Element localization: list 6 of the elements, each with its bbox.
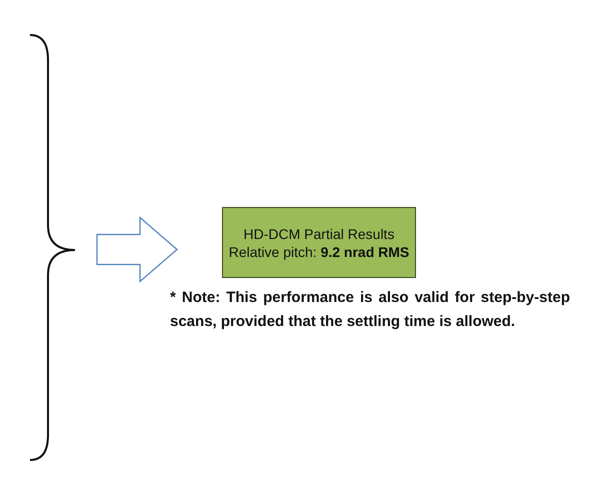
result-text: HD-DCM Partial Results (244, 226, 394, 242)
note-text: * Note: This performance is also valid for step-by-step scans, provided that the settling time is allowed. (170, 288, 570, 332)
block-arrow (96, 216, 178, 283)
result-box (222, 207, 416, 278)
curly-brace (30, 34, 76, 461)
result-text: Relative pitch: 9.2 nrad RMS (228, 244, 410, 260)
